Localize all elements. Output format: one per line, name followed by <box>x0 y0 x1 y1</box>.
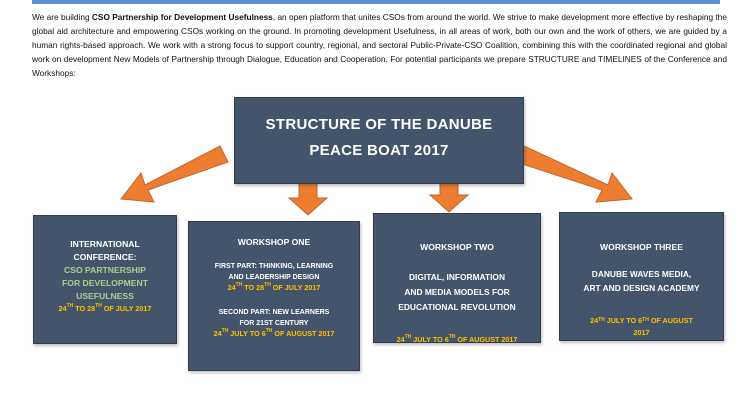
conference-line1: INTERNATIONAL <box>70 239 140 249</box>
workshop-three-title: WORKSHOP THREE <box>600 242 683 252</box>
top-rule <box>32 0 720 4</box>
arrow-right <box>515 145 633 203</box>
workshop-three-line2: ART AND DESIGN ACADEMY <box>583 283 700 293</box>
conference-dates: 24TH TO 28TH OF JULY 2017 <box>58 303 152 313</box>
workshop-three-box: WORKSHOP THREE DANUBE WAVES MEDIA, ART A… <box>559 212 724 341</box>
workshop-two-line3: EDUCATIONAL REVOLUTION <box>398 302 516 312</box>
workshop-one-part2-dates: 24TH JULY TO 6TH OF AUGUST 2017 <box>213 328 335 338</box>
conference-line2: CONFERENCE: <box>73 252 137 262</box>
intro-bold-name: CSO Partnership for Development Usefulne… <box>91 12 273 22</box>
workshop-one-box: WORKSHOP ONE FIRST PART: THINKING, LEARN… <box>188 221 360 371</box>
conference-name-line1: CSO PARTNERSHIP <box>64 265 146 275</box>
conference-name-line3: USEFULNESS <box>76 291 134 301</box>
structure-title-line1: STRUCTURE OF THE DANUBE <box>265 116 493 133</box>
workshop-two-line2: AND MEDIA MODELS FOR <box>404 287 510 297</box>
workshop-one-title: WORKSHOP ONE <box>237 237 311 247</box>
conference-name-line2: FOR DEVELOPMENT <box>62 278 148 288</box>
workshop-one-part2-line1: SECOND PART: NEW LEARNERS <box>218 309 330 316</box>
workshop-one-part2-line2: FOR 21ST CENTURY <box>239 320 309 327</box>
workshop-two-box: WORKSHOP TWO DIGITAL, INFORMATION AND ME… <box>373 213 541 344</box>
intro-paragraph: We are building CSO Partnership for Deve… <box>32 10 727 80</box>
intro-text-start: We are building <box>32 12 92 22</box>
structure-title: STRUCTURE OF THE DANUBE PEACE BOAT 2017 <box>235 112 523 164</box>
conference-box: INTERNATIONAL CONFERENCE: CSO PARTNERSHI… <box>33 215 177 344</box>
structure-title-box: STRUCTURE OF THE DANUBE PEACE BOAT 2017 <box>234 97 524 184</box>
arrow-center-left <box>287 181 329 216</box>
workshop-one-part1-line2: AND LEADERSHIP DESIGN <box>228 274 320 281</box>
workshop-two-dates: 24TH JULY TO 6TH OF AUGUST 2017 <box>396 334 518 344</box>
workshop-one-part1-line1: FIRST PART: THINKING, LEARNING <box>214 263 334 270</box>
workshop-one-part1-dates: 24TH TO 28TH OF JULY 2017 <box>227 282 321 292</box>
workshop-three-line1: DANUBE WAVES MEDIA, <box>591 269 692 279</box>
workshop-two-line1: DIGITAL, INFORMATION <box>409 272 505 282</box>
arrow-left <box>120 145 229 203</box>
structure-title-line2: PEACE BOAT 2017 <box>309 142 449 159</box>
intro-text-rest: , an open platform that unites CSOs from… <box>32 12 727 78</box>
workshop-two-title: WORKSHOP TWO <box>420 242 494 252</box>
arrow-center-right <box>428 181 470 213</box>
